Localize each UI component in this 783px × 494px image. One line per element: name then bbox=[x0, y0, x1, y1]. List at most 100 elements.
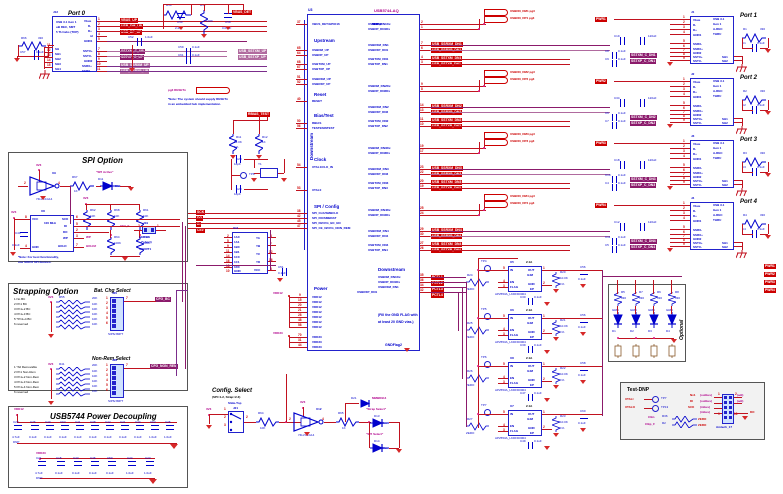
optled-fb4-symbol bbox=[668, 344, 676, 358]
port1-pin-sstxp: SSTX+ bbox=[693, 55, 703, 59]
port2-ref: J2 bbox=[691, 72, 695, 76]
test-dnp-zero-0: ZERO bbox=[698, 417, 707, 421]
port1-desc3: THRU bbox=[713, 32, 722, 36]
net-sstxm-dn3: USB_SSTXM_DN3 bbox=[431, 180, 463, 185]
port1-sh2: SH2 bbox=[722, 59, 728, 63]
offpage-usbdn-dp1 bbox=[484, 16, 508, 23]
port3-capd-ref: C4 bbox=[605, 181, 609, 185]
test-dnp-sig-1: (outbus) bbox=[700, 393, 712, 397]
nonrem-r4-val: 10K bbox=[92, 384, 98, 388]
pwrsw4-rzero-val: ZERO bbox=[466, 431, 475, 435]
test-dnp-sig-4: (inbus) bbox=[700, 410, 710, 414]
pwrsw4-current: 2.1A bbox=[526, 404, 533, 408]
testpoint-tp4[interactable] bbox=[484, 265, 491, 272]
u11-pin-1c0: 1C0 bbox=[234, 255, 240, 259]
port3-pin-dp: D+ bbox=[693, 152, 697, 156]
pwrsw2-cin-ref: C39 bbox=[520, 343, 526, 347]
port2-pin-dm: D- bbox=[693, 85, 697, 89]
nonrem-opt-4: 5 Prt1+4 Non-Rem bbox=[14, 385, 40, 389]
port3-desc2: A-REC bbox=[713, 151, 723, 155]
pwrsw2-part: AP2553A_LKDFD0004 bbox=[495, 340, 526, 344]
nonrem-opt-0: 1 *All Removable bbox=[14, 365, 38, 369]
config-r64-val: 10K bbox=[260, 426, 266, 430]
test-dnp-sig-8: (adi) bbox=[737, 399, 744, 403]
net-pwr1: PWR1 bbox=[595, 17, 607, 22]
u3-pin-usbtxm-up: USBTXM_UP bbox=[312, 62, 331, 66]
u3-pin-reset: RESET bbox=[312, 99, 323, 103]
testpoint-tp7[interactable] bbox=[484, 409, 491, 416]
u3-pin-usbrxm-up: USBRXM_UP bbox=[312, 77, 331, 81]
upstream-connector-j12 bbox=[52, 16, 97, 72]
test-dnp-r1-ref: R2 bbox=[662, 421, 666, 425]
port3-shield-r-symbol bbox=[742, 157, 766, 167]
port3-capd-val: 0.1uF bbox=[618, 181, 626, 185]
optled-r0-ref: R5 bbox=[621, 290, 625, 294]
port4-desc2: A-REC bbox=[713, 213, 723, 217]
port2-sh1: SH1 bbox=[722, 117, 728, 121]
decoup-c7-ref: C21 bbox=[120, 420, 126, 424]
port3-pin-gnd2: GND2 bbox=[693, 175, 702, 179]
y1-ref: Y1 bbox=[258, 162, 262, 166]
optled-d2-label: GRN bbox=[648, 308, 655, 312]
pwrsw2-rzero-ref: R25 bbox=[467, 321, 473, 325]
port4-pin-vbus: Vbus bbox=[693, 204, 701, 208]
upstream-desc-2: 5 TH tabs (TOP) bbox=[56, 30, 79, 34]
upstream-desc-0: USB 3.1 Gen 1 bbox=[56, 20, 77, 24]
port2-pin-sstxp: SSTX+ bbox=[693, 117, 703, 121]
gnd-flag-label: GNDFlag2 bbox=[385, 343, 402, 347]
test-dnp-zero-1: ZERO bbox=[698, 423, 707, 427]
spi-flash-pin-do: DO bbox=[63, 230, 68, 234]
u3-pin-xtal0: XTAL0 bbox=[312, 188, 322, 192]
decoup2-c6-val: 1.0uF bbox=[144, 471, 152, 475]
testpoint-tp8[interactable] bbox=[240, 172, 247, 179]
label-usbdn-dp2: USBDN_DP2 pg3 bbox=[510, 77, 535, 81]
batchg-opt-3: 4 Prt1+3 BC bbox=[14, 312, 31, 316]
config-d21-ref: D21 bbox=[351, 396, 357, 400]
test-dnp-resistor-symbols bbox=[672, 416, 697, 428]
net-vbus-up: VBUS_UP bbox=[120, 18, 139, 23]
strapping-rail-3v3-a: 3V3 bbox=[48, 295, 54, 299]
r11-ref: R11 bbox=[236, 135, 242, 139]
testpoint-tp7-dnp[interactable] bbox=[652, 396, 659, 403]
batchg-opt-2: 3 Prt1+2 BC bbox=[14, 307, 31, 311]
testpoint-tp13-dnp[interactable] bbox=[652, 405, 659, 412]
u3-pin-vdd12-1: VDD12 bbox=[312, 300, 322, 304]
u3-pin-vdd12-0: VDD12 bbox=[312, 295, 322, 299]
pwrsw1-pin-ilim: ILIM bbox=[527, 273, 533, 277]
net-ssrxm-dn2: USB_SSRXM_DN2 bbox=[431, 104, 463, 109]
pwrsw3-pin-out: OUT bbox=[528, 364, 535, 368]
group-biastest-label: Bias/Test bbox=[314, 113, 334, 118]
test-dnp-sig-7: (adi) bbox=[737, 393, 744, 397]
config-slide-switch[interactable] bbox=[228, 411, 244, 433]
spi-wp-net: WP bbox=[86, 235, 91, 239]
pwrsw3-rzero-ref: R26 bbox=[467, 369, 473, 373]
decoup2-c4-ref: C50 bbox=[107, 456, 113, 460]
spi-r62-val: 10K bbox=[90, 214, 96, 218]
batchg-opt-0: 1 No BC bbox=[14, 297, 26, 301]
c59-ref: C59 bbox=[178, 45, 184, 49]
label-usbdn-dp4: USBDN_DP4 pg3 bbox=[510, 201, 535, 205]
pin-usbtxp-dn1: USBTXP_DN1 bbox=[368, 62, 388, 66]
nonrem-r1-val: 10K bbox=[92, 369, 98, 373]
port4-shield-r-symbol bbox=[742, 219, 766, 229]
u3-pin-vdd12-4: VDD12 bbox=[312, 315, 322, 319]
port1-sh-r-val: 330 bbox=[760, 27, 766, 31]
u3-pin-vdd12-5: VDD12 bbox=[312, 320, 322, 324]
group-clock-label: Clock bbox=[314, 157, 327, 162]
pwrsw3-cin-val: 0.1uF bbox=[534, 391, 542, 395]
port4-chassis-gnd-icon bbox=[736, 250, 747, 259]
port2-capc-ref: C6 bbox=[605, 111, 609, 115]
testpoint-tp5[interactable] bbox=[484, 313, 491, 320]
testpoint-tp6[interactable] bbox=[484, 361, 491, 368]
decoup-c0-ref: C22 bbox=[13, 420, 19, 424]
port2-capa-ref: C34 bbox=[614, 96, 620, 100]
pwrsw4-pin-out: OUT bbox=[528, 412, 535, 416]
shield-r-ref: R66 bbox=[21, 36, 27, 40]
upstream-sh-0: SH bbox=[55, 47, 60, 51]
port3-pin-ssrxm: SSRX- bbox=[693, 166, 703, 170]
r12-symbol bbox=[255, 134, 263, 154]
downstream-vertical-label: Downstream bbox=[309, 132, 314, 160]
pwrsw2-pin-in: IN bbox=[510, 316, 513, 320]
pwrsw1-pin-flag: FLAG bbox=[510, 285, 519, 289]
pwrsw2-pin-ep: EP bbox=[530, 335, 535, 339]
